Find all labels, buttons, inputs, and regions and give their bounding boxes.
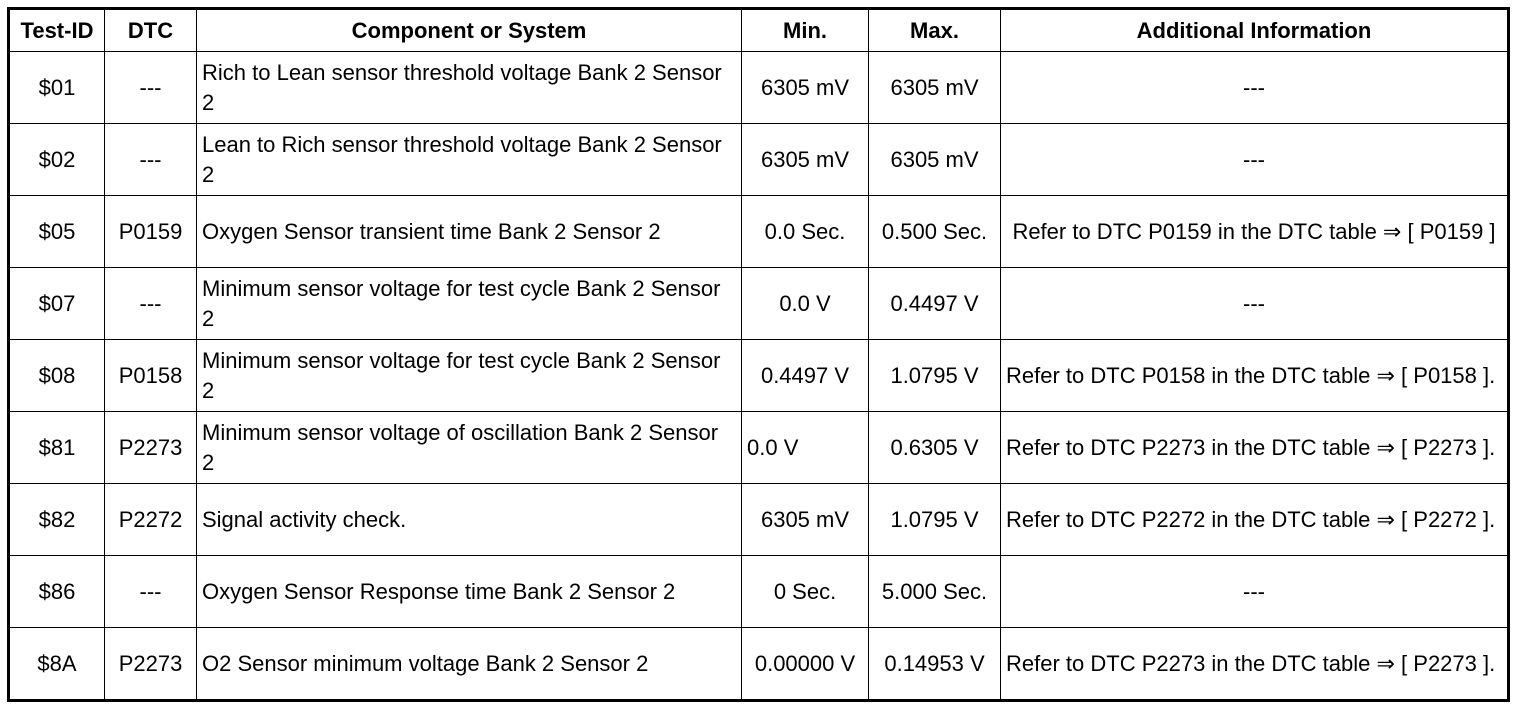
- cell-dtc: P0159: [104, 195, 197, 268]
- table-row: $08 P0158 Minimum sensor voltage for tes…: [8, 339, 1509, 412]
- cell-dtc: P0158: [104, 339, 197, 412]
- cell-test-id: $01: [8, 51, 105, 124]
- cell-info: ---: [1000, 555, 1509, 628]
- cell-info: ---: [1000, 267, 1509, 340]
- cell-min: 6305 mV: [741, 123, 869, 196]
- cell-test-id: $82: [8, 483, 105, 556]
- cell-max: 1.0795 V: [868, 483, 1001, 556]
- header-row: Test-ID DTC Component or System Min. Max…: [8, 8, 1509, 52]
- cell-min: 6305 mV: [741, 51, 869, 124]
- cell-component: Minimum sensor voltage for test cycle Ba…: [196, 339, 742, 412]
- header-test-id: Test-ID: [8, 8, 105, 52]
- table-row: $05 P0159 Oxygen Sensor transient time B…: [8, 195, 1509, 268]
- cell-dtc: ---: [104, 123, 197, 196]
- cell-test-id: $86: [8, 555, 105, 628]
- cell-info: Refer to DTC P2273 in the DTC table ⇒ [ …: [1000, 411, 1509, 484]
- cell-info: ---: [1000, 51, 1509, 124]
- cell-test-id: $08: [8, 339, 105, 412]
- cell-dtc: P2272: [104, 483, 197, 556]
- cell-info: Refer to DTC P2273 in the DTC table ⇒ [ …: [1000, 627, 1509, 701]
- table-row: $82 P2272 Signal activity check. 6305 mV…: [8, 483, 1509, 556]
- cell-dtc: ---: [104, 555, 197, 628]
- table-row: $01 --- Rich to Lean sensor threshold vo…: [8, 51, 1509, 124]
- cell-test-id: $8A: [8, 627, 105, 701]
- cell-max: 0.14953 V: [868, 627, 1001, 701]
- cell-test-id: $07: [8, 267, 105, 340]
- cell-component: Minimum sensor voltage for test cycle Ba…: [196, 267, 742, 340]
- test-results-table: Test-ID DTC Component or System Min. Max…: [7, 7, 1510, 702]
- cell-min: 0.0 Sec.: [741, 195, 869, 268]
- cell-min: 0.0 V: [741, 411, 869, 484]
- cell-dtc: P2273: [104, 411, 197, 484]
- cell-dtc: P2273: [104, 627, 197, 701]
- cell-min: 0.4497 V: [741, 339, 869, 412]
- cell-max: 0.6305 V: [868, 411, 1001, 484]
- cell-component: Signal activity check.: [196, 483, 742, 556]
- header-dtc: DTC: [104, 8, 197, 52]
- cell-max: 0.4497 V: [868, 267, 1001, 340]
- header-min: Min.: [741, 8, 869, 52]
- cell-info: ---: [1000, 123, 1509, 196]
- cell-component: Minimum sensor voltage of oscillation Ba…: [196, 411, 742, 484]
- cell-component: O2 Sensor minimum voltage Bank 2 Sensor …: [196, 627, 742, 701]
- cell-dtc: ---: [104, 267, 197, 340]
- header-additional-info: Additional Information: [1000, 8, 1509, 52]
- cell-min: 6305 mV: [741, 483, 869, 556]
- header-max: Max.: [868, 8, 1001, 52]
- cell-max: 5.000 Sec.: [868, 555, 1001, 628]
- cell-component: Lean to Rich sensor threshold voltage Ba…: [196, 123, 742, 196]
- cell-test-id: $81: [8, 411, 105, 484]
- table-row: $02 --- Lean to Rich sensor threshold vo…: [8, 123, 1509, 196]
- cell-min: 0.0 V: [741, 267, 869, 340]
- table-row: $07 --- Minimum sensor voltage for test …: [8, 267, 1509, 340]
- cell-max: 1.0795 V: [868, 339, 1001, 412]
- cell-test-id: $02: [8, 123, 105, 196]
- cell-info: Refer to DTC P0159 in the DTC table ⇒ [ …: [1000, 195, 1509, 268]
- cell-test-id: $05: [8, 195, 105, 268]
- cell-info: Refer to DTC P0158 in the DTC table ⇒ [ …: [1000, 339, 1509, 412]
- cell-min: 0 Sec.: [741, 555, 869, 628]
- cell-component: Oxygen Sensor Response time Bank 2 Senso…: [196, 555, 742, 628]
- cell-min: 0.00000 V: [741, 627, 869, 701]
- cell-info: Refer to DTC P2272 in the DTC table ⇒ [ …: [1000, 483, 1509, 556]
- cell-component: Rich to Lean sensor threshold voltage Ba…: [196, 51, 742, 124]
- table-container: Test-ID DTC Component or System Min. Max…: [7, 7, 1510, 702]
- table-row: $8A P2273 O2 Sensor minimum voltage Bank…: [8, 627, 1509, 701]
- cell-dtc: ---: [104, 51, 197, 124]
- cell-component: Oxygen Sensor transient time Bank 2 Sens…: [196, 195, 742, 268]
- table-row: $81 P2273 Minimum sensor voltage of osci…: [8, 411, 1509, 484]
- cell-max: 0.500 Sec.: [868, 195, 1001, 268]
- cell-max: 6305 mV: [868, 51, 1001, 124]
- header-component: Component or System: [196, 8, 742, 52]
- table-row: $86 --- Oxygen Sensor Response time Bank…: [8, 555, 1509, 628]
- cell-max: 6305 mV: [868, 123, 1001, 196]
